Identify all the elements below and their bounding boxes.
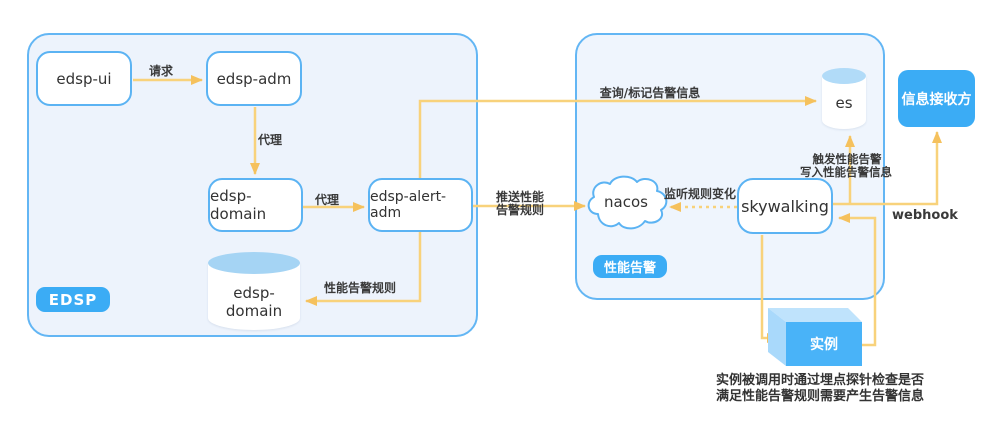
node-nacos-cloud: nacos	[584, 173, 668, 233]
node-edsp-adm: edsp-adm	[206, 51, 302, 106]
cylinder-top	[822, 68, 866, 84]
edge-label-push-rules: 推送性能 告警规则	[496, 191, 544, 217]
database-cylinder-edsp-domain: edsp-domain	[208, 252, 300, 330]
instance-caption: 实例被调用时通过埋点探针检查是否 满足性能告警规则需要产生告警信息	[670, 373, 970, 404]
database-label: es	[835, 94, 853, 112]
node-edsp-ui: edsp-ui	[36, 51, 132, 106]
edge-label-push-rules-line2: 告警规则	[496, 203, 545, 217]
edsp-group-badge: EDSP	[36, 287, 110, 312]
edge-label-proxy-2: 代理	[314, 193, 340, 207]
cylinder-body	[822, 76, 866, 129]
cloud-label: nacos	[604, 193, 648, 211]
edge-label-push-rules-line1: 推送性能	[496, 190, 545, 204]
database-cylinder-es: es	[822, 68, 866, 129]
edge-label-listen-rule-change: 监听规则变化	[663, 187, 737, 201]
edge-label-query-mark-alert: 查询/标记告警信息	[599, 86, 701, 100]
node-skywalking: skywalking	[737, 178, 833, 234]
cylinder-top	[208, 252, 300, 274]
edge-label-perf-alert-rules: 性能告警规则	[323, 281, 397, 295]
node-edsp-alert-adm: edsp-alert-adm	[368, 178, 473, 232]
instance-caption-line2: 满足性能告警规则需要产生告警信息	[715, 388, 924, 404]
instance-label: 实例	[810, 337, 838, 353]
cylinder-body	[208, 263, 300, 330]
database-label: edsp-domain	[225, 284, 283, 320]
node-message-receiver: 信息接收方	[898, 70, 975, 127]
node-edsp-domain-service: edsp-domain	[208, 178, 303, 232]
edge-label-proxy-1: 代理	[258, 133, 283, 147]
performance-alert-group-badge: 性能告警	[593, 255, 667, 278]
instance-caption-line1: 实例被调用时通过埋点探针检查是否	[715, 373, 924, 388]
edge-label-webhook: webhook	[892, 208, 958, 223]
edge-label-write-perf-alert: 写入性能告警信息	[800, 165, 892, 179]
edge-label-request: 请求	[148, 64, 174, 78]
cloud-icon	[587, 175, 668, 230]
